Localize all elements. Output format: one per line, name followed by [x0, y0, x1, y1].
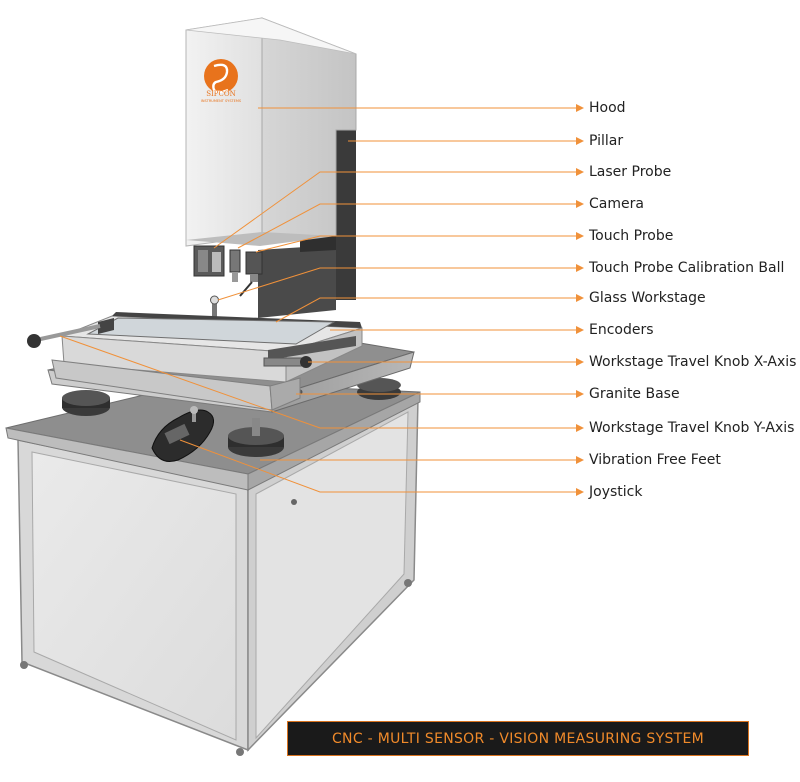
label-joystick: Joystick: [589, 484, 643, 500]
hood: [185, 17, 357, 247]
cabinet: [17, 396, 419, 756]
label-vibration-free-feet: Vibration Free Feet: [589, 452, 721, 468]
joystick: [151, 406, 214, 462]
leader-laser-probe: [213, 171, 578, 249]
sipcon-logo: SIPCON INSTRUMENT SYSTEMS: [201, 59, 242, 103]
leader-calibration-ball: [217, 267, 578, 301]
leader-camera: [237, 203, 578, 249]
caption-text: CNC - MULTI SENSOR - VISION MEASURING SY…: [331, 730, 705, 747]
label-workstage-travel-knob-y-axis: Workstage Travel Knob Y-Axis: [589, 420, 795, 436]
vibration-free-feet: [62, 378, 401, 457]
label-encoders: Encoders: [589, 322, 654, 338]
leader-y-knob: [59, 335, 578, 429]
label-touch-probe: Touch Probe: [589, 228, 674, 244]
label-laser-probe: Laser Probe: [589, 164, 672, 180]
y-carriage: [51, 359, 301, 411]
label-pillar: Pillar: [589, 133, 624, 149]
leader-touch-probe: [255, 235, 578, 253]
probe-head: [193, 245, 263, 297]
workstage: [61, 312, 363, 383]
caption-banner: CNC - MULTI SENSOR - VISION MEASURING SY…: [287, 721, 749, 756]
logo-text: SIPCON: [206, 90, 236, 98]
leader-lines: [59, 107, 578, 493]
x-axis-knob: [263, 356, 312, 368]
label-touch-probe-calibration-ball: Touch Probe Calibration Ball: [589, 260, 785, 276]
label-workstage-travel-knob-x-axis: Workstage Travel Knob X-Axis: [589, 354, 797, 370]
logo-subtext: INSTRUMENT SYSTEMS: [201, 99, 242, 103]
label-glass-workstage: Glass Workstage: [589, 290, 706, 306]
leader-joystick: [179, 439, 578, 493]
label-granite-base: Granite Base: [589, 386, 680, 402]
label-hood: Hood: [589, 100, 626, 116]
label-camera: Camera: [589, 196, 644, 212]
y-axis-knob: [27, 324, 101, 348]
leader-glass-workstage: [275, 297, 578, 323]
leader-arrowheads: [576, 104, 584, 496]
